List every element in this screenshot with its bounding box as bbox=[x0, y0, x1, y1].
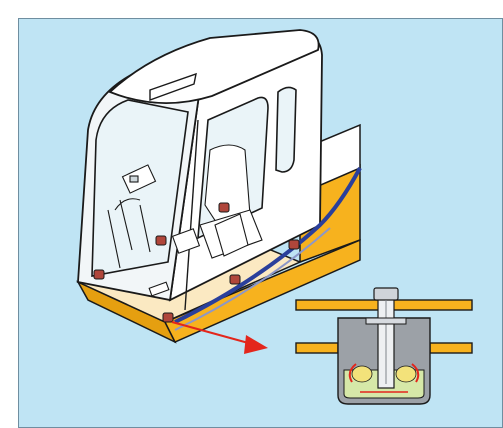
mount-side bbox=[229, 274, 241, 285]
mount-front-left bbox=[93, 269, 105, 280]
cab-mounts bbox=[93, 202, 300, 323]
mount-rear-right bbox=[288, 239, 300, 250]
mount-detail bbox=[295, 287, 473, 405]
arrow-right-icon bbox=[171, 321, 268, 354]
cab-interior bbox=[107, 144, 263, 297]
mount-front-right bbox=[155, 235, 167, 246]
mount-highlighted bbox=[162, 312, 174, 323]
mount-rear-left bbox=[218, 202, 230, 213]
